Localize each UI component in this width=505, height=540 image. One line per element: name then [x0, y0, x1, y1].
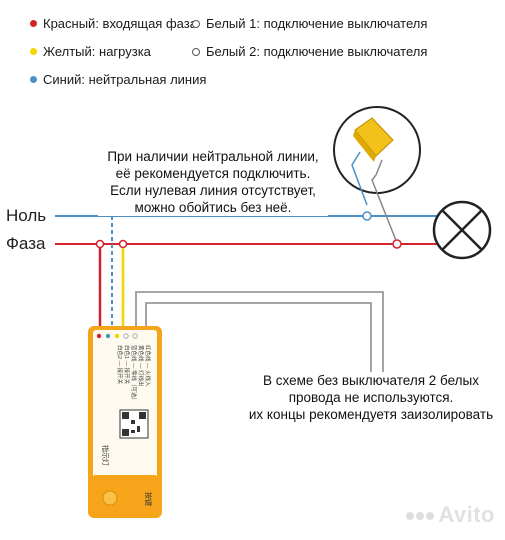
neutral-note-line: Если нулевая линия отсутствует,: [110, 183, 316, 198]
neutral-note-line: её рекомендуется подключить.: [115, 166, 311, 181]
legend-red-text: Красный: входящая фаза: [43, 16, 197, 31]
lamp-icon: [432, 200, 492, 260]
neutral-note: При наличии нейтральной линии, её рекоме…: [98, 148, 328, 216]
watermark-text: Avito: [438, 502, 495, 527]
neutral-note-line: При наличии нейтральной линии,: [107, 149, 319, 164]
legend-white2: Белый 2: подключение выключателя: [192, 44, 427, 59]
neutral-note-line: можно обойтись без неё.: [134, 200, 292, 215]
button-icon: [102, 490, 118, 506]
neutral-node: [362, 211, 372, 221]
red-dot-icon: [30, 20, 37, 27]
legend-red: Красный: входящая фаза: [30, 16, 197, 31]
yellow-dot-icon: [30, 48, 37, 55]
module-text-3: 蓝色线 — 零线（可选）: [130, 345, 138, 403]
module-text-1: 红色线 — 火线入: [144, 345, 152, 387]
sensor-icon: [333, 106, 421, 244]
watermark: Avito: [406, 502, 495, 528]
module-text-2: 黄色线 — 灯线出: [137, 345, 145, 387]
blue-dot-icon: [30, 76, 37, 83]
avito-logo-icon: [406, 512, 435, 521]
switch-note-line: провода не используются.: [288, 390, 454, 405]
white-wire-1: [135, 291, 384, 423]
controller-module: [88, 326, 162, 518]
white-wire-2: [145, 302, 372, 423]
module-text-5: 白色2 — 接开关: [116, 345, 124, 385]
phase-node: [392, 239, 402, 249]
phase-label: Фаза: [6, 234, 46, 253]
legend-yellow: Желтый: нагрузка: [30, 44, 151, 59]
switch-note: В схеме без выключателя 2 белых провода …: [240, 372, 502, 423]
legend-blue: Синий: нейтральная линия: [30, 72, 206, 87]
legend-yellow-text: Желтый: нагрузка: [43, 44, 151, 59]
switch-note-line: В схеме без выключателя 2 белых: [262, 373, 480, 388]
legend-white1: Белый 1: подключение выключателя: [192, 16, 427, 31]
module-side-label: 指示灯: [101, 445, 110, 466]
switch-note-line: их концы рекомендуетя заизолировать: [248, 407, 494, 422]
module-button-label: 按键: [144, 492, 153, 506]
white-dot-icon: [192, 47, 200, 56]
legend-white1-text: Белый 1: подключение выключателя: [206, 16, 428, 31]
module-text-4: 白色1 — 接开关: [123, 345, 131, 385]
neutral-label: Ноль: [6, 206, 47, 225]
white-dot-icon: [192, 19, 200, 28]
legend-blue-text: Синий: нейтральная линия: [43, 72, 207, 87]
legend-white2-text: Белый 2: подключение выключателя: [206, 44, 428, 59]
